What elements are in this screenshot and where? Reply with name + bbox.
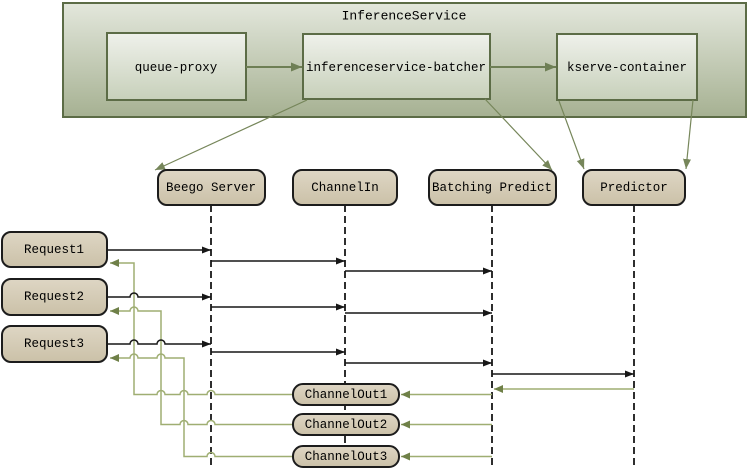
request2-box <box>1 278 108 316</box>
request3-to-beego-arrow <box>107 339 211 348</box>
kserve-container-label: kserve-container <box>567 61 687 75</box>
batcher-label: inferenceservice-batcher <box>306 61 486 75</box>
channelin-label: ChannelIn <box>311 181 379 195</box>
inference-service-title: InferenceService <box>342 9 467 24</box>
channelout1-to-request1-return <box>110 259 293 396</box>
queue-proxy-label: queue-proxy <box>135 61 218 75</box>
batcher-to-batching-predict-link <box>484 98 553 171</box>
request3-label: Request3 <box>24 337 84 351</box>
kserve-to-predictor-link-right <box>683 99 694 170</box>
request2-label: Request2 <box>24 290 84 304</box>
deployment-links <box>154 98 694 171</box>
kserve-container-node <box>556 33 698 101</box>
predictor-header <box>582 169 686 206</box>
black-request-messages <box>107 246 634 378</box>
request1-label: Request1 <box>24 243 84 257</box>
request2-to-beego-arrow <box>107 292 211 301</box>
channelout1-label: ChannelOut1 <box>305 388 388 402</box>
channel-out-boxes: ChannelOut1 ChannelOut2 ChannelOut3 <box>292 383 400 468</box>
request1-box <box>1 231 108 268</box>
beego-server-header <box>157 169 266 206</box>
channelout3-to-request3-return <box>110 353 293 458</box>
batcher-to-beego-link <box>154 99 308 171</box>
channelout1-box <box>292 383 400 406</box>
channelout3-label: ChannelOut3 <box>305 450 388 464</box>
channelout2-to-request2-return <box>110 306 293 426</box>
channelin-header <box>292 169 398 206</box>
beego-server-label: Beego Server <box>166 181 256 195</box>
batching-predict-header <box>428 169 557 206</box>
queue-proxy-node <box>106 32 247 101</box>
predictor-label: Predictor <box>600 181 668 195</box>
batching-predict-label: Batching Predict <box>432 181 552 195</box>
request3-box <box>1 325 108 363</box>
inference-service-container: InferenceService queue-proxy inferencese… <box>62 2 747 118</box>
batcher-node <box>302 33 491 100</box>
channelout3-box <box>292 445 400 468</box>
lifeline-headers: Beego Server ChannelIn Batching Predict … <box>157 169 686 206</box>
channelout2-label: ChannelOut2 <box>305 418 388 432</box>
request-boxes: Request1 Request2 Request3 <box>1 231 108 363</box>
green-return-messages <box>110 259 634 461</box>
channelout2-box <box>292 413 400 436</box>
lifelines <box>210 205 635 469</box>
kserve-to-predictor-link-left <box>558 100 585 170</box>
